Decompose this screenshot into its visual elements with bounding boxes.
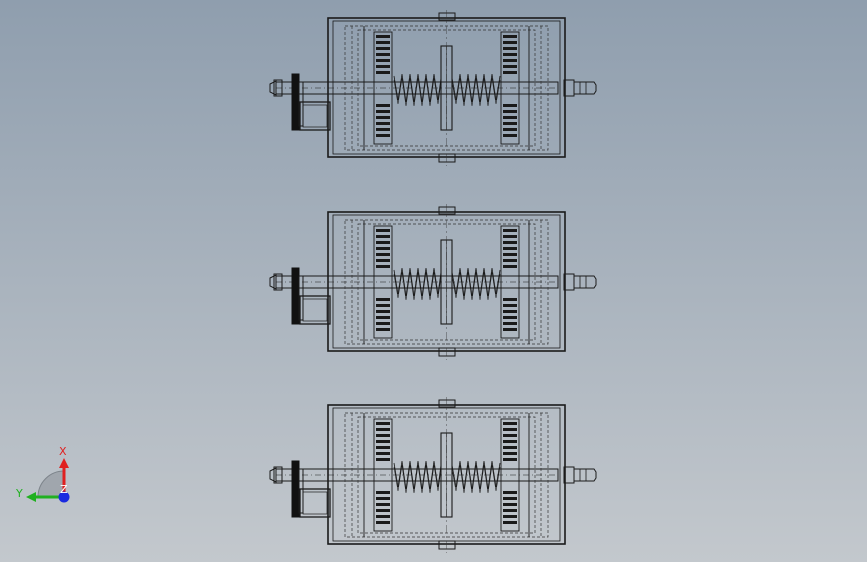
pump-assembly-3-geometry: [269, 396, 597, 554]
pump-assembly-2[interactable]: [269, 203, 597, 361]
pump-assembly-3[interactable]: [269, 396, 597, 554]
pump-assembly-1[interactable]: [269, 9, 597, 167]
pump-assembly-2-geometry: [269, 203, 597, 361]
pump-assembly-1-geometry: [269, 9, 597, 167]
